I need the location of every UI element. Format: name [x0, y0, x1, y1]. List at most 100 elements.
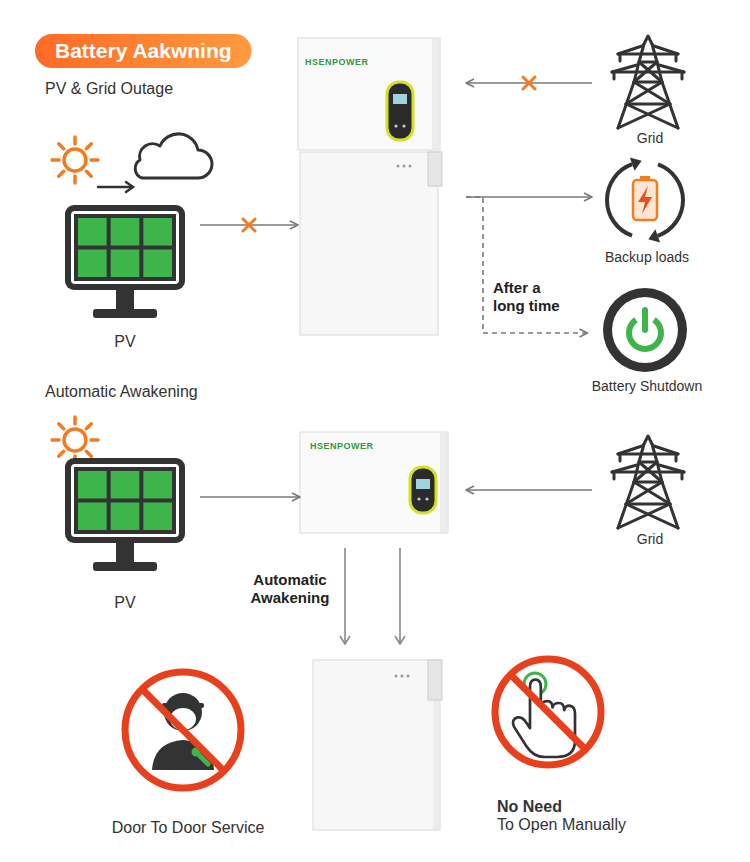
sun-icon	[86, 144, 91, 149]
edge-label: After a long time	[493, 279, 571, 315]
weather-arrow	[126, 182, 133, 192]
sun-icon	[52, 137, 98, 183]
solar-panel-icon	[116, 543, 134, 565]
no-touch-icon	[495, 659, 601, 765]
sun-icon	[86, 424, 91, 429]
no-service-icon	[142, 689, 224, 771]
pv-panel-node: PV	[50, 140, 200, 355]
pylon-icon	[626, 82, 662, 104]
pylon-icon	[634, 462, 657, 482]
inverter-battery-unit	[298, 38, 442, 335]
solar-panel-icon	[78, 471, 107, 499]
awakening-arrows	[345, 548, 400, 643]
inverter-unit	[440, 433, 447, 532]
no-service-icon	[125, 672, 241, 788]
solar-panel-icon	[143, 218, 172, 246]
backup-loads-icon	[638, 186, 652, 214]
status-dots	[407, 675, 410, 678]
sun-icon	[59, 144, 64, 149]
node-label: Door To Door Service	[112, 819, 265, 837]
pylon-icon	[634, 482, 670, 504]
pylon-icon	[681, 72, 684, 79]
solar-panel-icon	[65, 458, 185, 571]
pylon-icon	[634, 82, 670, 104]
solar-panel-icon	[65, 205, 185, 290]
brand-text: HSENPOWER	[305, 57, 369, 68]
node-label: PV	[114, 594, 135, 612]
inverter-battery-node: HSENPOWER	[298, 38, 466, 335]
status-dots	[397, 165, 412, 168]
display-panel	[417, 497, 420, 500]
dashed-connector	[466, 197, 588, 333]
arrow-label-box: Automatic Awakening	[245, 571, 335, 607]
node-label: Grid	[637, 531, 663, 547]
status-dots	[409, 165, 412, 168]
status-dots	[397, 165, 400, 168]
pylon-icon	[654, 46, 678, 54]
blocked-mark	[523, 77, 535, 89]
backup-loads-icon	[633, 180, 657, 220]
pylon-icon	[619, 54, 622, 61]
node-label: No Need	[497, 798, 562, 816]
title-box: Battery Aakwning	[35, 34, 252, 68]
pylon-icon	[644, 436, 652, 444]
sun-icon	[59, 171, 64, 176]
solar-panel-icon	[71, 464, 179, 537]
pylon-icon	[618, 53, 678, 56]
no-service-icon	[162, 703, 204, 708]
backup-loads-icon	[605, 162, 633, 237]
backup-loads-icon	[648, 229, 660, 242]
node-label: PV	[114, 333, 135, 351]
solar-panel-icon	[74, 214, 176, 281]
inverter-battery-unit	[298, 38, 440, 150]
no-service-icon	[125, 672, 241, 788]
no-manual-node: No NeedTo Open Manually	[490, 652, 640, 836]
sun-icon	[59, 424, 64, 429]
arrow-connector	[466, 196, 592, 198]
solar-panel-icon	[65, 205, 185, 318]
solar-panel-icon	[78, 503, 107, 531]
display-panel	[394, 124, 397, 127]
battery-shutdown-node: Battery Shutdown	[588, 284, 707, 396]
sun-icon	[52, 417, 98, 463]
blocked-mark	[523, 77, 535, 89]
status-dots	[401, 675, 404, 678]
display-panel	[387, 82, 413, 140]
inverter-battery-unit	[300, 152, 438, 335]
display-panel	[402, 124, 405, 127]
solar-panel-icon	[143, 503, 172, 531]
solar-panel-icon	[71, 211, 179, 284]
arrow-connector	[466, 489, 592, 491]
section-heading-box: Automatic Awakening	[45, 382, 198, 401]
battery-unit	[313, 660, 440, 830]
pylon-icon	[618, 446, 642, 454]
power-icon	[603, 288, 687, 372]
status-dots	[395, 675, 410, 678]
pylon-icon	[626, 503, 670, 506]
solar-panel-icon	[78, 250, 107, 278]
sun-icon	[73, 176, 77, 183]
pylon-icon	[618, 504, 670, 528]
sun-icon	[73, 137, 77, 144]
sun-icon	[52, 158, 59, 162]
blocked-mark	[243, 219, 255, 231]
solar-panel-icon	[143, 250, 172, 278]
pylon-icon	[659, 465, 684, 472]
pylon-icon	[654, 446, 678, 454]
solar-panel-icon	[78, 218, 107, 246]
display-panel	[410, 467, 436, 513]
power-icon	[603, 288, 687, 372]
pylon-icon	[612, 36, 684, 128]
pylon-icon	[612, 436, 684, 528]
pylon-icon	[659, 65, 684, 72]
sun-icon	[73, 417, 77, 424]
title-pill	[35, 34, 252, 68]
pylon-icon	[619, 454, 622, 461]
solar-panel-icon	[93, 309, 157, 318]
blocked-mark	[523, 77, 535, 89]
pylon-icon	[681, 472, 684, 479]
door-service-node: Door To Door Service	[108, 665, 269, 843]
sun-icon	[52, 438, 59, 442]
sun-icon	[64, 149, 86, 171]
